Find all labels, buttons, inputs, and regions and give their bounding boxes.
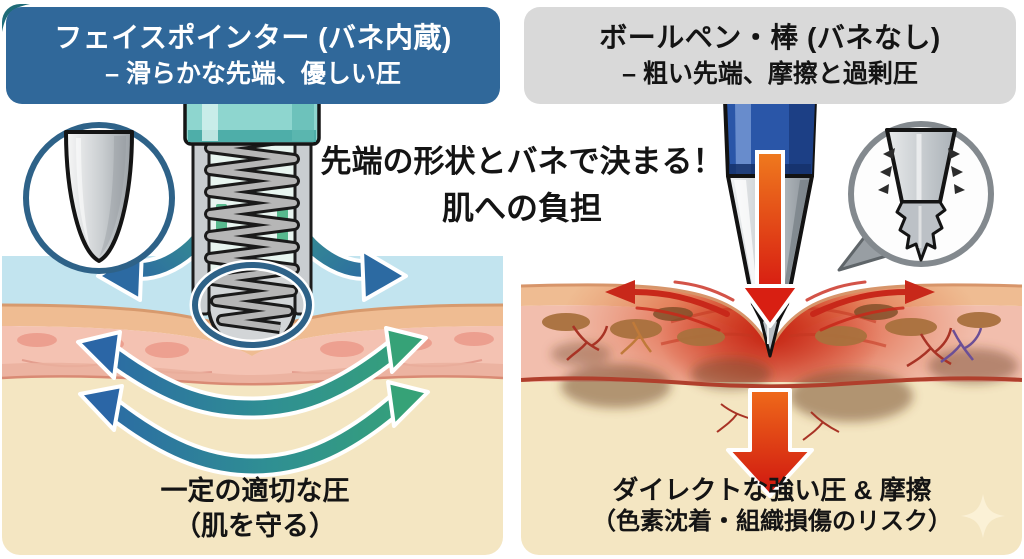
tip-highlight-ring: [192, 262, 312, 348]
center-title: 先端の形状とバネで決まる！ 肌への負担: [262, 140, 782, 231]
left-header: フェイスポインター (バネ内蔵) – 滑らかな先端、優しい圧: [6, 7, 500, 104]
ballpoint-pen: [723, 98, 817, 358]
smooth-tip-magnifier-icon: [23, 122, 175, 274]
left-caption-line1: 一定の適切な圧: [160, 476, 350, 506]
rough-tip-magnifier-icon: [837, 121, 994, 272]
left-header-subtitle: – 滑らかな先端、優しい圧: [105, 60, 401, 89]
left-caption: 一定の適切な圧 （肌を守る）: [30, 474, 480, 543]
pen-pressure-arrow-head: [739, 284, 801, 328]
center-title-line2: 肌への負担: [441, 189, 602, 226]
spring-pointer-device: [183, 96, 321, 351]
sparkle-icon: [961, 494, 1005, 538]
right-caption-line2: （色素沈着・組織損傷のリスク）: [592, 508, 952, 536]
friction-arrows: [605, 280, 935, 332]
right-header-subtitle: – 粗い先端、摩擦と過剰圧: [622, 60, 918, 89]
left-caption-line2: （肌を守る）: [174, 510, 336, 541]
right-caption: ダイレクトな強い圧 & 摩擦 （色素沈着・組織損傷のリスク）: [530, 474, 1014, 538]
left-header-title: フェイスポインター (バネ内蔵): [54, 22, 452, 54]
corner-accent: [2, 4, 30, 32]
right-caption-line1: ダイレクトな強い圧 & 摩擦: [612, 475, 932, 505]
right-header-title: ボールペン・棒 (バネなし): [599, 22, 941, 54]
tissue-damage-blotches: [551, 342, 1018, 422]
right-header: ボールペン・棒 (バネなし) – 粗い先端、摩擦と過剰圧: [524, 7, 1016, 104]
distributed-pressure-arrows: [76, 326, 430, 478]
strong-pressure-arrow: [726, 388, 814, 498]
center-title-line1: 先端の形状とバネで決まる！: [320, 144, 724, 179]
